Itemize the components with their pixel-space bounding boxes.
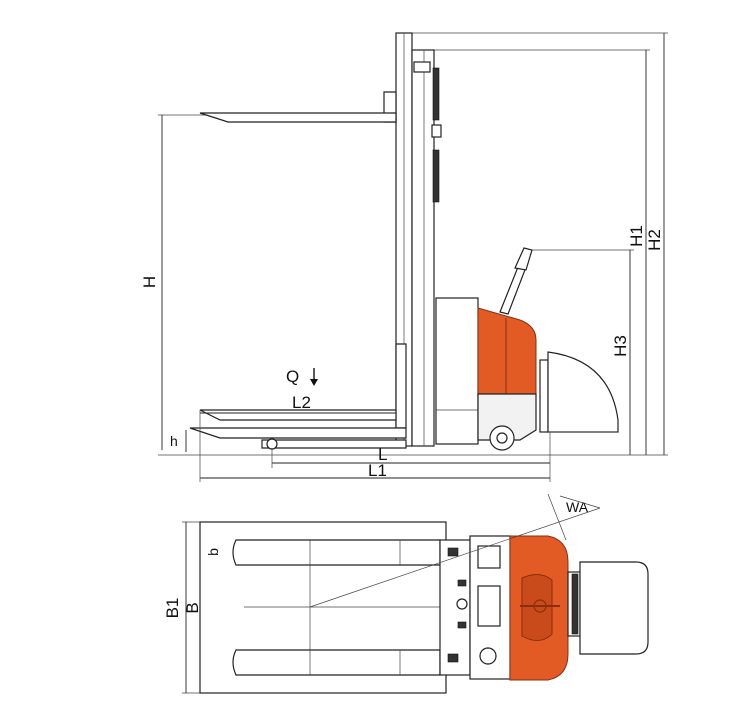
lowered-fork xyxy=(189,427,407,439)
label-l: L xyxy=(378,445,387,464)
tiller-pivot xyxy=(533,599,547,613)
tiller-well xyxy=(521,574,553,641)
mast-top-bracket xyxy=(413,61,431,73)
battery-frame xyxy=(435,297,479,445)
drive-housing xyxy=(477,393,537,441)
operator-platform-top xyxy=(579,561,649,655)
label-b1: B1 xyxy=(163,598,182,619)
raised-fork xyxy=(199,112,397,123)
label-h1: H1 xyxy=(627,225,646,247)
label-h3: H3 xyxy=(611,335,630,357)
label-b-small: b xyxy=(205,548,221,556)
lowered-fork-top xyxy=(199,409,397,421)
tiller-head xyxy=(514,247,533,271)
operator-platform xyxy=(547,351,619,433)
fitting-2 xyxy=(447,653,459,663)
top-view: WA B1 B b xyxy=(163,493,649,694)
hinge-rail xyxy=(571,573,579,635)
label-b: B xyxy=(183,602,202,613)
arrow-down-icon xyxy=(310,368,318,386)
load-wheel xyxy=(266,438,278,450)
label-q: Q xyxy=(286,367,299,386)
chassis-cutout-top xyxy=(477,545,501,569)
fitting-3 xyxy=(457,579,467,587)
label-h-small: h xyxy=(170,433,178,449)
drive-wheel-hub xyxy=(496,432,508,444)
turning-radius-line xyxy=(309,507,601,608)
lowered-carriage xyxy=(395,343,407,429)
fork-right xyxy=(232,649,441,676)
wa-tick-1 xyxy=(547,493,567,541)
label-wa: WA xyxy=(566,499,589,515)
lift-chain-upper xyxy=(432,67,440,121)
chassis-cutout-middle xyxy=(477,585,501,627)
chain-anchor xyxy=(431,124,442,138)
fork-left xyxy=(232,539,441,566)
straddle-leg xyxy=(261,439,407,449)
caster-wheel xyxy=(479,647,497,665)
side-view: Q L2 L L1 h H H1 H2 H3 xyxy=(140,32,668,482)
platform-post xyxy=(539,359,549,433)
label-h: H xyxy=(140,276,159,288)
drive-unit-cover xyxy=(477,307,537,395)
label-h2: H2 xyxy=(645,229,664,251)
fitting-1 xyxy=(447,547,459,557)
drive-centre xyxy=(456,598,468,610)
mast-inner-channel xyxy=(411,49,435,447)
label-l1: L1 xyxy=(368,461,387,480)
wa-tick-2 xyxy=(559,495,601,509)
fitting-4 xyxy=(457,621,467,629)
lift-chain-lower xyxy=(432,149,440,203)
label-l2: L2 xyxy=(292,393,311,412)
